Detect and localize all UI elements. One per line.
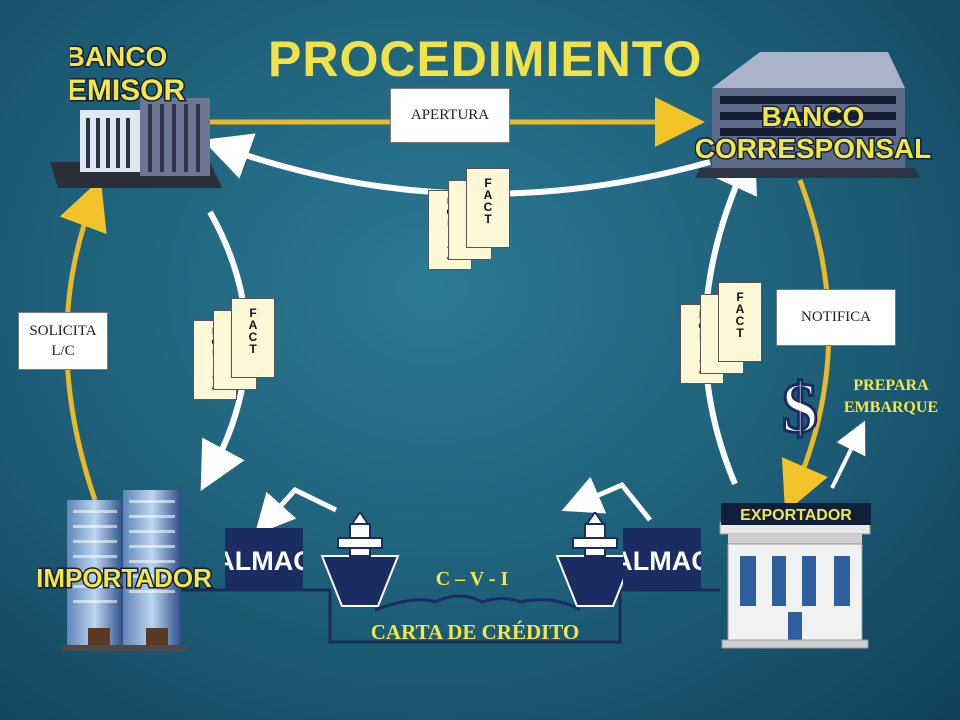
banco-emisor-badge: BANCO EMISOR	[70, 40, 187, 109]
doc-fact-letter: T	[484, 212, 492, 226]
doc-stack-right: POLIZAB/LFACT	[680, 282, 766, 384]
svg-text:BANCO: BANCO	[762, 101, 865, 132]
doc-fact-letter: A	[483, 188, 493, 202]
apertura-box: APERTURA	[390, 88, 510, 143]
svg-text:IMPORTADOR: IMPORTADOR	[38, 563, 212, 593]
doc-stack-top: POLIZAB/LFACT	[428, 168, 514, 270]
doc-fact-letter: C	[735, 314, 745, 328]
exportador-badge: EXPORTADOR	[721, 503, 871, 525]
prepara-label-2: EMBARQUE	[843, 398, 939, 416]
prepara-label-1: PREPARA	[853, 377, 929, 394]
doc-fact-letter: C	[483, 200, 493, 214]
doc-fact-letter: C	[248, 330, 258, 344]
notifica-label: NOTIFICA	[801, 309, 871, 326]
doc-fact-letter: T	[249, 342, 257, 356]
apertura-label: APERTURA	[410, 107, 490, 124]
doc-fact-letter: A	[735, 302, 745, 316]
page-title: PROCEDIMIENTO	[268, 31, 703, 87]
almac-left-box: ALMAC	[225, 528, 303, 590]
solicita-box: SOLICITA L/C	[18, 312, 108, 370]
doc-fact-letter: F	[484, 176, 492, 190]
svg-text:ALMAC: ALMAC	[623, 546, 701, 576]
banco-corresponsal-badge: BANCO CORRESPONSAL	[695, 100, 933, 166]
svg-text:EMISOR: EMISOR	[70, 74, 186, 107]
doc-fact-letter: F	[736, 290, 744, 304]
svg-text:EXPORTADOR: EXPORTADOR	[740, 507, 852, 524]
importador-building	[62, 490, 186, 651]
doc-fact-letter: F	[249, 306, 257, 320]
banco-corresponsal-building	[695, 52, 920, 178]
exportador-building	[719, 521, 871, 649]
doc-stack-left: POLIZAB/LFACT	[193, 298, 279, 400]
doc-fact-letter: T	[736, 326, 744, 340]
ship-icon-right	[555, 512, 635, 607]
banco-emisor-building	[50, 98, 222, 188]
ship-icon-left	[320, 512, 400, 607]
importador-badge: IMPORTADOR	[38, 562, 214, 595]
prepara-embarque-label: PREPARA EMBARQUE	[826, 375, 956, 418]
cvi-label: C – V - I	[435, 568, 509, 590]
ship-right-arrow	[561, 476, 652, 522]
svg-text:BANCO: BANCO	[70, 41, 167, 72]
dollar-icon: $	[782, 368, 818, 448]
svg-text:ALMAC: ALMAC	[225, 546, 303, 576]
carta-credito-label: CARTA DE CRÉDITO	[370, 620, 580, 644]
doc-fact-letter: A	[248, 318, 258, 332]
ship-left-arrow	[254, 486, 338, 535]
svg-text:CORRESPONSAL: CORRESPONSAL	[695, 133, 931, 164]
cvi-brace	[374, 594, 581, 612]
prepara-arrow	[830, 420, 866, 489]
route-line	[180, 588, 720, 644]
almac-right-box: ALMAC	[623, 528, 701, 590]
solicita-label-1: SOLICITA	[29, 322, 97, 339]
notifica-box: NOTIFICA	[776, 289, 896, 346]
solicita-label-2: L/C	[51, 343, 75, 359]
